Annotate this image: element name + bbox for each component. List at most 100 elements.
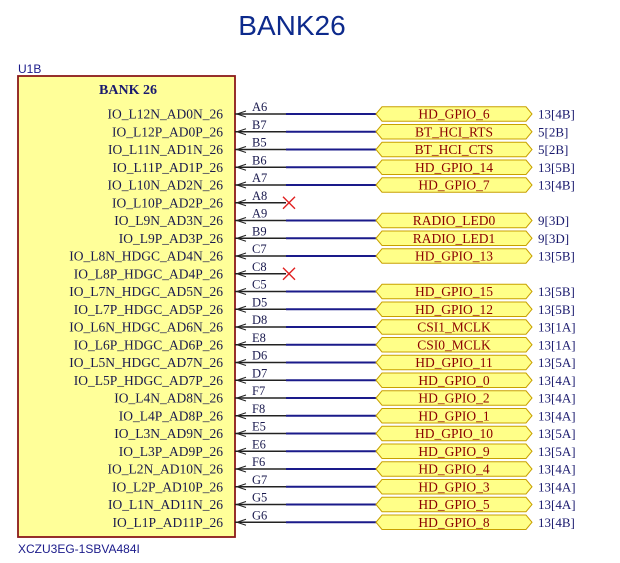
pin-number: D6 [252,349,267,363]
pin-arrow-icon [236,341,247,349]
net-name: HD_GPIO_12 [415,302,493,317]
pin-number: D7 [252,366,267,380]
pin-number: A7 [252,171,267,185]
net-port-label[interactable] [375,319,533,335]
net-port-label[interactable] [375,443,533,459]
sheet-reference: 13[4B] [538,107,575,122]
pin-arrow-icon [236,501,247,508]
pin-number: C7 [252,242,267,256]
pin-name: IO_L5N_HDGC_AD7N_26 [69,355,223,370]
pin-name: IO_L1N_AD11N_26 [108,497,223,512]
net-port-label[interactable] [375,212,533,229]
pin-number: A9 [252,207,267,221]
pin-name: IO_L4P_AD8P_26 [119,408,224,423]
pin-arrow-icon [236,146,247,153]
net-port-label[interactable] [375,230,533,246]
pin-name: IO_L11N_AD1N_26 [108,142,223,157]
pin-arrow-icon [236,518,247,526]
pin-name: IO_L2N_AD10N_26 [108,462,224,477]
net-port-label[interactable] [375,124,533,140]
pin-name: IO_L1P_AD11P_26 [112,515,223,530]
pin-name: IO_L8P_HDGC_AD4P_26 [74,266,224,281]
pin-arrow-icon [236,199,247,207]
pin-number: A6 [252,100,267,114]
pin-number: G5 [252,491,267,505]
pin-name: IO_L6N_HDGC_AD6N_26 [69,320,223,335]
net-name: CSI1_MCLK [417,320,491,335]
sheet-reference: 13[4B] [538,515,575,530]
pin-number: E5 [252,420,266,434]
pin-number: C8 [252,260,267,274]
net-port-label[interactable] [375,301,533,317]
sheet-reference: 5[2B] [538,124,568,139]
component-body[interactable] [17,75,236,538]
net-port-label[interactable] [375,248,533,264]
sheet-reference: 5[2B] [538,142,568,157]
pin-name: IO_L3N_AD9N_26 [114,426,223,441]
sheet-reference: 13[5B] [538,284,575,299]
pin-arrow-icon [236,483,247,491]
net-port-label[interactable] [375,106,533,122]
net-port-label[interactable] [375,372,533,388]
pin-number: G6 [252,508,267,522]
net-port-label[interactable] [375,337,533,353]
sheet-reference: 13[1A] [538,337,576,352]
pin-name: IO_L7P_HDGC_AD5P_26 [74,302,224,317]
sheet-reference: 13[5B] [538,160,575,175]
net-name: HD_GPIO_4 [418,462,490,477]
net-port-label[interactable] [375,408,533,424]
pin-arrow-icon [236,359,247,366]
net-port-label[interactable] [375,461,533,477]
net-name: HD_GPIO_5 [418,497,490,512]
net-name: HD_GPIO_10 [415,426,493,441]
pin-arrow-icon [236,465,247,473]
sheet-reference: 9[3D] [538,213,569,228]
pin-number: E6 [252,437,266,451]
pin-arrow-icon [236,323,247,331]
net-port-label[interactable] [375,177,533,193]
sheet-reference: 13[5A] [538,426,576,441]
net-port-label[interactable] [375,159,533,175]
net-port-label[interactable] [375,354,533,371]
pin-number: B9 [252,224,267,238]
pin-arrow-icon [236,394,247,402]
pin-number: F6 [252,455,265,469]
pin-name: IO_L10P_AD2P_26 [112,195,223,210]
pin-arrow-icon [236,447,247,455]
sheet-reference: 13[4A] [538,373,576,388]
bank-label: BANK 26 [99,83,157,98]
net-port-label[interactable] [375,141,533,158]
pin-arrow-icon [236,305,247,313]
net-name: HD_GPIO_0 [418,373,490,388]
net-name: HD_GPIO_14 [415,160,493,175]
net-name: BT_HCI_CTS [415,142,494,157]
net-port-label[interactable] [375,514,533,530]
pin-arrow-icon [236,128,247,136]
pin-arrow-icon [236,181,247,189]
net-name: HD_GPIO_9 [418,444,490,459]
sheet-reference: 13[5B] [538,249,575,264]
pin-name: IO_L9P_AD3P_26 [119,231,224,246]
net-name: BT_HCI_RTS [415,124,493,139]
net-port-label[interactable] [375,479,533,495]
net-port-label[interactable] [375,425,533,442]
pin-number: D8 [252,313,267,327]
net-port-label[interactable] [375,283,533,300]
pin-number: B7 [252,118,267,132]
pin-name: IO_L8N_HDGC_AD4N_26 [69,249,223,264]
net-name: HD_GPIO_11 [415,355,493,370]
pin-number: E8 [252,331,266,345]
pin-number: G7 [252,473,267,487]
no-connect-icon [282,267,296,281]
pin-name: IO_L4N_AD8N_26 [114,391,223,406]
net-port-label[interactable] [375,390,533,406]
net-name: HD_GPIO_15 [415,284,493,299]
net-name: RADIO_LED0 [413,213,496,228]
pin-arrow-icon [236,412,247,420]
pin-name: IO_L7N_HDGC_AD5N_26 [69,284,223,299]
net-port-label[interactable] [375,496,533,513]
pin-name: IO_L11P_AD1P_26 [112,160,223,175]
net-name: CSI0_MCLK [417,337,491,352]
net-name: HD_GPIO_7 [418,178,490,193]
